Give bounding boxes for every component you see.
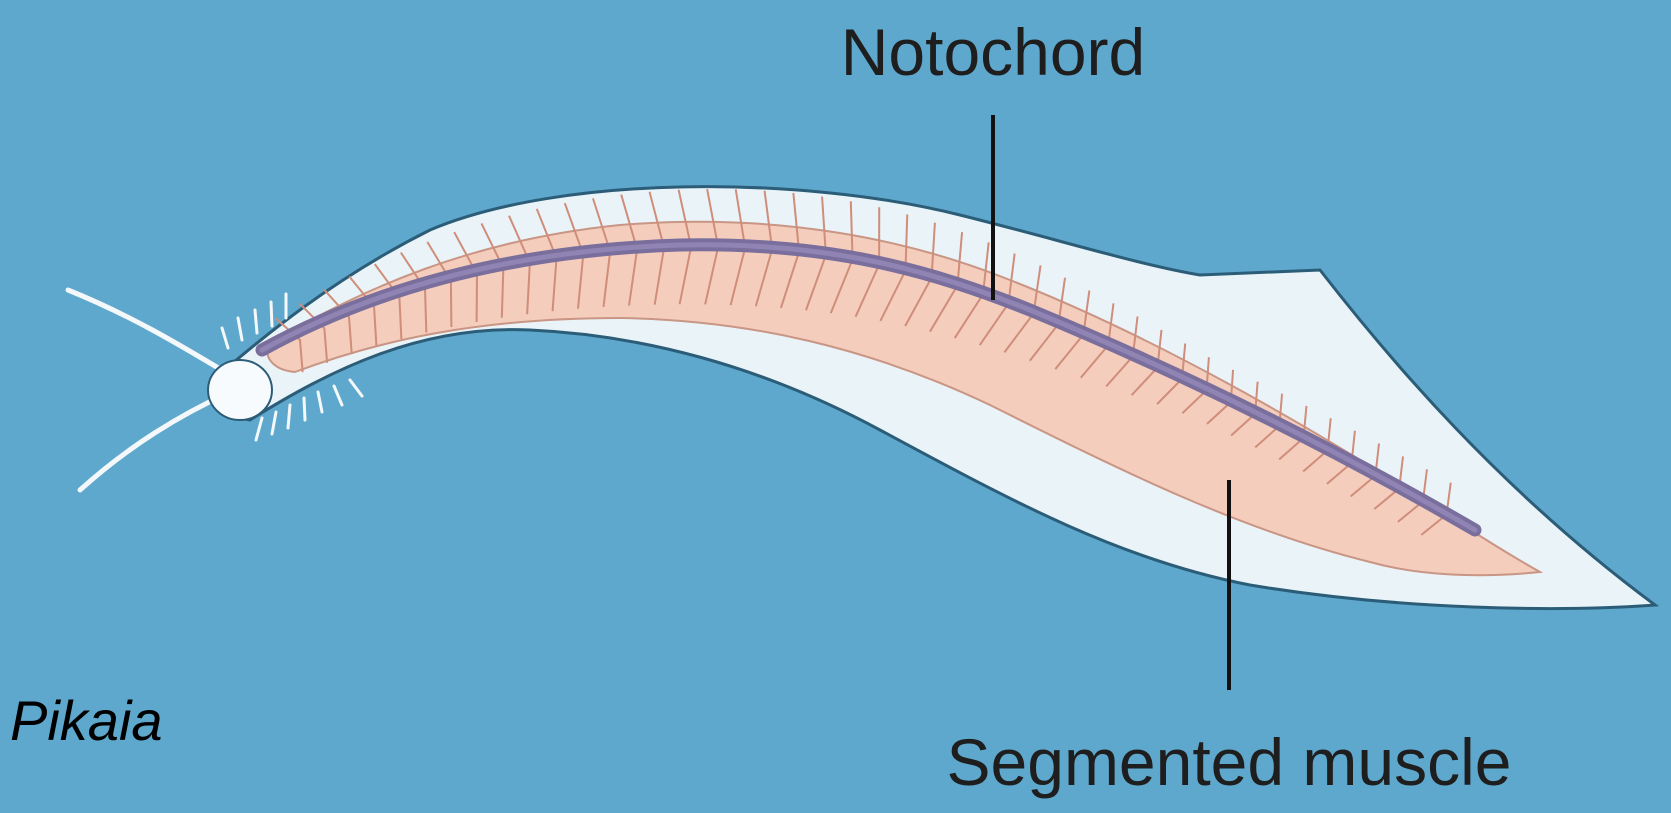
tentacles	[68, 290, 230, 490]
lower-tentacle	[80, 392, 230, 490]
species-caption: Pikaia	[10, 689, 163, 752]
head	[208, 360, 272, 420]
upper-tentacle	[68, 290, 225, 372]
notochord-label: Notochord	[841, 15, 1146, 89]
segmented-muscle-label: Segmented muscle	[947, 725, 1512, 799]
